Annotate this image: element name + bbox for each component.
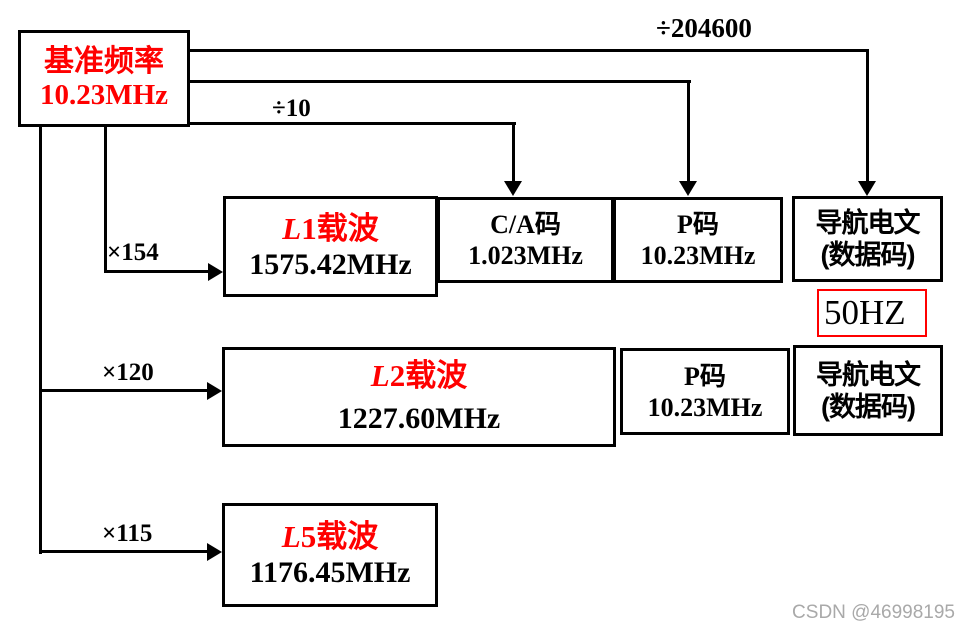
arrow-down-cacode-icon xyxy=(504,181,522,196)
p-code-box-l1: P码 10.23MHz xyxy=(613,197,783,283)
arrow-down-nav1-icon xyxy=(858,181,876,196)
p-code-l2-title: P码 xyxy=(684,361,726,391)
connector-pcode-vline xyxy=(687,80,690,182)
connector-mul115-hline xyxy=(39,550,208,553)
p-code-l1-title: P码 xyxy=(677,210,719,239)
label-mul120: ×120 xyxy=(102,359,154,386)
connector-div10-hline xyxy=(190,122,516,125)
label-div10: ÷10 xyxy=(272,95,311,122)
nav-message-box-l1: 导航电文 (数据码) xyxy=(792,196,943,282)
l1-suffix: 载波 xyxy=(316,210,379,246)
connector-div10-vline xyxy=(512,122,515,182)
l2-number: 2 xyxy=(389,357,406,393)
arrow-right-l2-icon xyxy=(207,382,222,400)
label-mul115: ×115 xyxy=(102,520,153,547)
l2-carrier-box: L2载波 1227.60MHz xyxy=(222,347,616,447)
l5-suffix: 载波 xyxy=(316,519,379,554)
p-code-l1-freq: 10.23MHz xyxy=(640,241,756,270)
l5-carrier-freq: 1176.45MHz xyxy=(249,556,411,589)
l1-carrier-freq: 1575.42MHz xyxy=(249,247,412,281)
connector-mul120-hline xyxy=(39,389,208,392)
connector-mul154-vline xyxy=(104,127,107,273)
reference-title: 基准频率 xyxy=(44,45,164,78)
label-mul154: ×154 xyxy=(107,239,159,266)
arrow-right-l1-icon xyxy=(208,263,223,281)
nav-l2-line1: 导航电文 xyxy=(816,359,921,390)
reference-frequency-box: 基准频率 10.23MHz xyxy=(18,30,190,127)
p-code-box-l2: P码 10.23MHz xyxy=(620,348,790,435)
l5-letter: L xyxy=(281,519,301,554)
l5-carrier-title: L5载波 xyxy=(282,519,378,555)
data-rate-value: 50HZ xyxy=(824,293,906,332)
arrow-right-l5-icon xyxy=(207,543,222,561)
l5-carrier-box: L5载波 1176.45MHz xyxy=(222,503,438,607)
connector-div204600-vline xyxy=(866,49,869,182)
label-div204600: ÷204600 xyxy=(656,13,752,43)
l1-letter: L xyxy=(282,210,302,246)
csdn-watermark: CSDN @46998195 xyxy=(792,602,955,623)
l1-number: 1 xyxy=(301,210,317,246)
connector-div204600-hline xyxy=(190,49,869,52)
data-rate-box: 50HZ xyxy=(817,289,927,337)
ca-code-title: C/A码 xyxy=(490,210,561,239)
connector-left-trunk-vline xyxy=(39,127,42,554)
arrow-down-pcode-icon xyxy=(679,181,697,196)
l2-letter: L xyxy=(370,357,390,393)
l2-suffix: 载波 xyxy=(405,357,468,393)
nav-l1-line1: 导航电文 xyxy=(815,208,921,238)
nav-l1-line2: (数据码) xyxy=(820,240,916,270)
l1-carrier-title: L1载波 xyxy=(282,211,378,247)
l1-carrier-box: L1载波 1575.42MHz xyxy=(223,196,438,297)
p-code-l2-freq: 10.23MHz xyxy=(647,392,763,422)
l2-carrier-freq: 1227.60MHz xyxy=(337,401,501,435)
ca-code-box: C/A码 1.023MHz xyxy=(437,197,614,283)
connector-mul154-hline xyxy=(104,270,209,273)
l5-number: 5 xyxy=(300,519,317,554)
connector-pcode-hline xyxy=(190,80,691,83)
nav-message-box-l2: 导航电文 (数据码) xyxy=(793,345,943,436)
nav-l2-line2: (数据码) xyxy=(821,391,916,422)
reference-freq: 10.23MHz xyxy=(39,79,169,111)
ca-code-freq: 1.023MHz xyxy=(468,241,583,270)
l2-carrier-title: L2载波 xyxy=(371,358,467,394)
